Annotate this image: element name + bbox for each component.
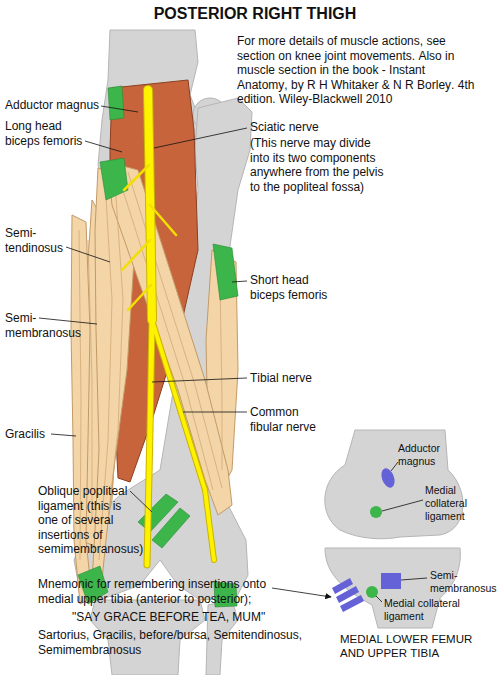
muscle-label: Gracilis (5, 427, 45, 442)
leader-line (85, 141, 122, 152)
tibial-nerve-outline (147, 320, 152, 565)
inset-label: Medial collateral ligament (384, 597, 468, 623)
inset-label: Semi- membranosus (430, 569, 498, 595)
mnemonic-arrow (272, 588, 331, 597)
inset-label: Medial collateral ligament (425, 484, 472, 523)
common-fibular-nerve (152, 320, 214, 560)
long-head-biceps-muscle (108, 162, 232, 515)
leader-line (51, 434, 76, 436)
nerve-label: Tibial nerve (250, 371, 312, 386)
nerves (122, 90, 214, 565)
ligament-label: Oblique popliteal ligament (this is one … (38, 484, 144, 557)
oblique-popliteal-ligament (152, 508, 190, 548)
adductor-tubercle-area (379, 467, 397, 490)
leader-line (232, 281, 247, 282)
nerve-label: Sciatic nerve (250, 120, 319, 135)
inset-leader-lines (376, 462, 427, 602)
adductor-origin (108, 86, 124, 120)
short-head-origin (213, 244, 238, 300)
leader-line (39, 318, 97, 324)
inset-caption: MEDIAL LOWER FEMUR AND UPPER TIBIA (340, 632, 484, 660)
nerve-note: (This nerve may divide into its two comp… (250, 136, 388, 194)
leader-line (183, 412, 247, 413)
leader-line (152, 378, 247, 382)
reference-note: For more details of muscle actions, see … (237, 34, 477, 107)
muscle-label: Adductor magnus (5, 98, 99, 113)
mnemonic-key: Sartorius, Gracilis, before/bursa, Semit… (38, 628, 314, 657)
inset-label: Adductor magnus (398, 442, 451, 468)
muscle-label: Semi- tendinosus (5, 226, 71, 255)
fibular-nerve-outline (152, 320, 214, 560)
striation (128, 172, 222, 488)
mnemonic-phrase: "SAY GRACE BEFORE TEA, MUM" (72, 610, 265, 625)
muscle-label: Long head biceps femoris (5, 119, 90, 148)
striation (220, 280, 222, 470)
semimembranosus-insertion (381, 573, 401, 589)
tibial-nerve (147, 320, 152, 565)
muscle-label: Short head biceps femoris (250, 273, 335, 302)
diagram-title: POSTERIOR RIGHT THIGH (5, 5, 500, 23)
leader-line (130, 491, 152, 512)
striation (88, 240, 92, 520)
leader-line (101, 106, 138, 112)
mcl-femoral-attachment (370, 506, 382, 518)
nerve-branches (122, 165, 176, 310)
leader-line (154, 128, 247, 148)
ischial-attachment (100, 158, 128, 200)
leader-line (66, 247, 110, 262)
muscle-label: Semi- membranosus (5, 311, 84, 340)
mnemonic-heading: Mnemonic for remembering insertions onto… (38, 577, 284, 606)
nerve-label: Common fibular nerve (250, 405, 326, 434)
striation (108, 182, 123, 520)
semitendinosus-insertion (340, 595, 364, 612)
